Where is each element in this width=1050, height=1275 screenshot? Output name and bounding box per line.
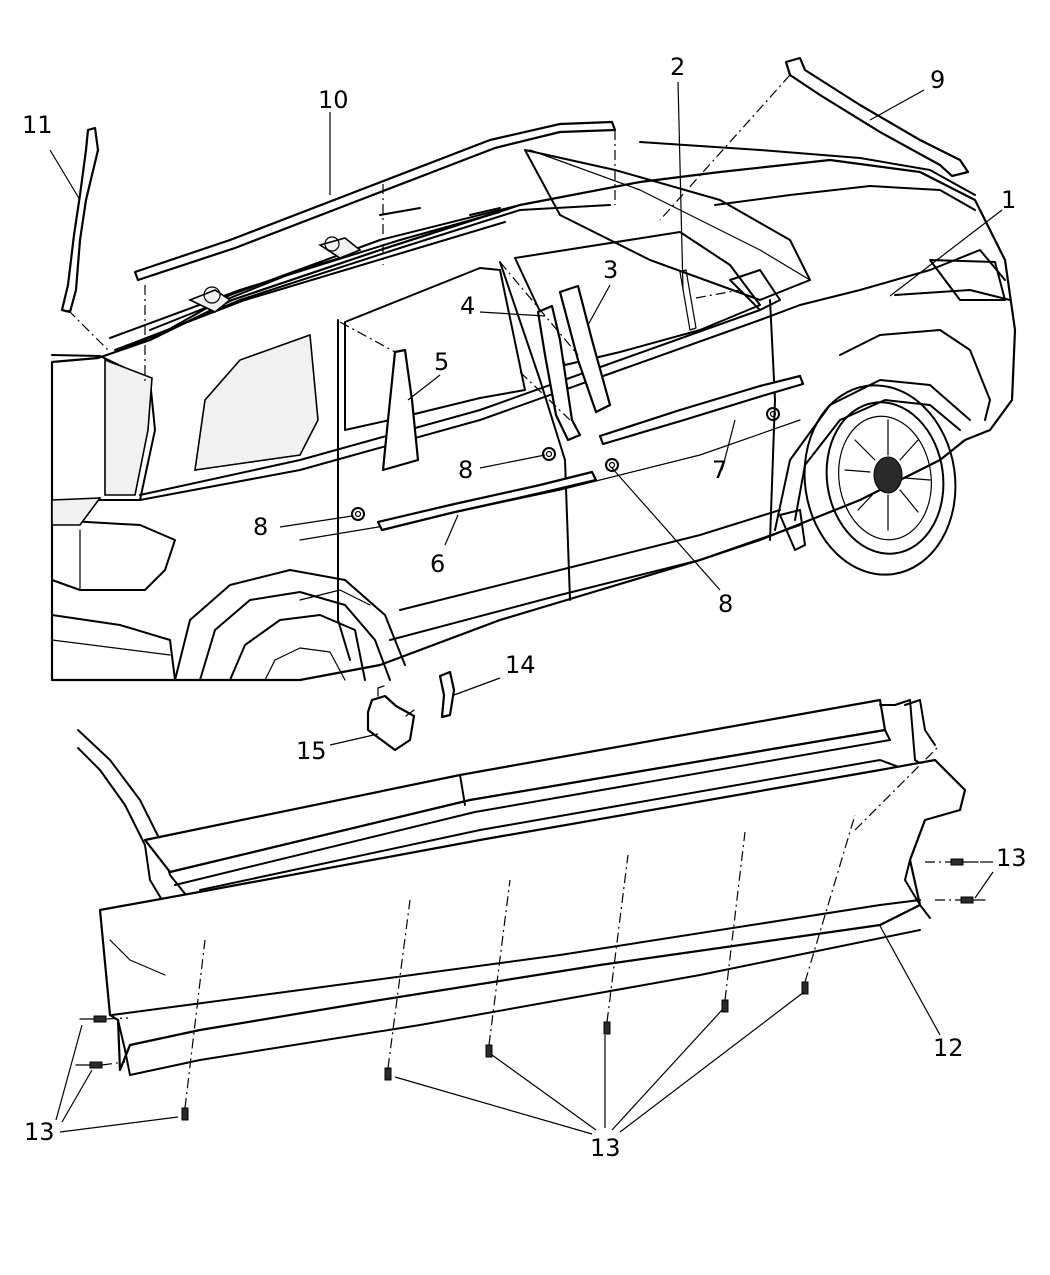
rear-door-molding-part-6 [376, 470, 598, 532]
windshield-molding-part-9 [784, 56, 970, 178]
retainer-part-13 [75, 858, 986, 1121]
callout-8-upper: 8 [458, 456, 473, 484]
front-door-molding-part-7 [598, 374, 805, 446]
callout-5: 5 [434, 348, 449, 376]
lower-centerlines [101, 744, 961, 1109]
callout-2: 2 [670, 53, 685, 81]
trim-piece-part-14 [438, 670, 456, 719]
callout-11: 11 [22, 111, 53, 139]
sill-molding-part-12 [98, 758, 967, 1072]
front-door-applique-part-2 [679, 269, 697, 331]
clip-part-8 [351, 407, 780, 521]
b-pillar-applique-part-4 [536, 304, 582, 442]
b-pillar-applique-part-3 [558, 284, 612, 414]
callout-13-left: 13 [24, 1118, 55, 1146]
vehicle-body [50, 141, 1017, 682]
callout-13-right: 13 [996, 844, 1027, 872]
callout-6: 6 [430, 550, 445, 578]
callout-labels: 1 2 3 4 5 6 7 8 8 8 9 10 11 12 13 13 13 … [22, 53, 1027, 1162]
bracket-part-15 [366, 694, 416, 752]
callout-1: 1 [1001, 186, 1016, 214]
rear-door-applique-part-5 [381, 348, 420, 472]
callout-4: 4 [460, 292, 475, 320]
d-pillar-molding-part-11 [60, 126, 100, 314]
callout-8-lower: 8 [718, 590, 733, 618]
callout-15: 15 [296, 737, 327, 765]
roof-rack [109, 207, 506, 351]
callout-13-bottom: 13 [590, 1134, 621, 1162]
callout-9: 9 [930, 66, 945, 94]
upper-centerlines [67, 74, 791, 421]
leader-lines [49, 81, 1003, 1135]
callout-7: 7 [712, 456, 727, 484]
callout-12: 12 [933, 1034, 964, 1062]
callout-3: 3 [603, 256, 618, 284]
callout-8-left: 8 [253, 513, 268, 541]
callout-14: 14 [505, 651, 536, 679]
callout-10: 10 [318, 86, 349, 114]
